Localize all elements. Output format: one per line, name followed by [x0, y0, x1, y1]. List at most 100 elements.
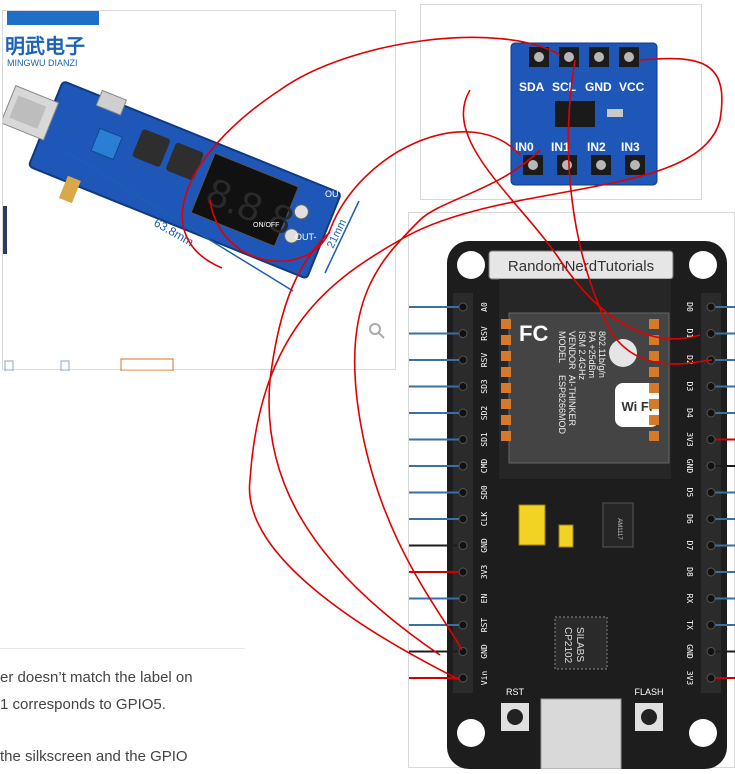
- pin-hole: [706, 647, 716, 656]
- wifi-text: Wi Fi: [622, 399, 653, 414]
- pin-hole: [458, 514, 468, 524]
- rst-label: RST: [506, 687, 525, 697]
- pin-label-left: GND: [480, 644, 489, 659]
- pin-label-right: D8: [685, 567, 694, 577]
- pin-in3: IN3: [621, 140, 640, 154]
- module-text-block: MODEL VENDOR ISM 2.4GHz PA +25dBm 802.11…: [557, 331, 607, 435]
- wire-red: [209, 131, 521, 262]
- module-standard: 802.11b/g/n: [597, 331, 607, 378]
- usb-chip-vendor: SILABS: [574, 627, 585, 662]
- pin-hole: [706, 408, 716, 418]
- regulator-label: AM1117: [616, 518, 622, 540]
- pin-scl: SCL: [552, 80, 576, 94]
- pin-hole: [458, 329, 468, 338]
- pin-gnd: GND: [585, 80, 612, 94]
- pin-hole: [458, 302, 468, 312]
- pin-hole: [706, 302, 716, 312]
- dim-line-width: [324, 200, 360, 274]
- pin-hole: [706, 382, 716, 391]
- pin-hole: [706, 435, 716, 444]
- pin-label-right: D5: [685, 488, 694, 498]
- pin-label-left: RSV: [480, 326, 489, 341]
- pin-hole: [458, 435, 468, 444]
- boost-converter-image: 明武电子 MINGWU DIANZI 8.8.8 OUT+: [0, 10, 396, 372]
- pin-hole: [706, 567, 716, 577]
- module-ism: ISM 2.4GHz: [577, 331, 587, 381]
- micro-usb-port: [540, 698, 622, 770]
- pin-label-right: D4: [685, 408, 694, 418]
- out-minus-label: OUT-: [295, 232, 317, 242]
- wire-red: [567, 59, 713, 365]
- pin-hole: [706, 541, 716, 550]
- dim-line-length: [64, 150, 294, 292]
- wire-red: [248, 57, 723, 681]
- edge-sliver: [3, 206, 7, 254]
- pin-hole: [458, 620, 468, 630]
- boost-board: 8.8.8: [0, 81, 341, 279]
- capacitor: [518, 504, 546, 546]
- pin-hole: [458, 382, 468, 391]
- mount-hole: [457, 719, 485, 747]
- pin-label-left: Vin: [480, 671, 489, 686]
- module-vendor-value: AI-THINKER: [567, 375, 577, 427]
- mount-hole: [689, 251, 717, 279]
- logo-en: MINGWU DIANZI: [7, 58, 78, 68]
- pin-label-left: A0: [480, 302, 489, 312]
- pin-label-left: RSV: [480, 353, 489, 368]
- pin-in2: IN2: [587, 140, 606, 154]
- article-line: 1 corresponds to GPIO5.: [0, 696, 166, 713]
- usb-chip-text: SILABS CP2102: [562, 627, 585, 664]
- zoom-icon[interactable]: [369, 323, 385, 339]
- out-plus-label: OUT+: [325, 189, 349, 199]
- pin-label-right: D7: [685, 541, 694, 551]
- regulator-chip: [602, 502, 634, 548]
- pin-label-right: 3V3: [685, 671, 694, 686]
- pin-hole: [706, 488, 716, 497]
- pin-hole: [706, 620, 716, 630]
- pin-hole: [458, 408, 468, 418]
- pin-label-left: CLK: [480, 512, 489, 527]
- pin-label-right: GND: [685, 459, 694, 474]
- pin-hole: [706, 594, 716, 603]
- mount-hole: [457, 251, 485, 279]
- pin-label-left: SD1: [480, 432, 489, 447]
- pin-label-right: 3V3: [685, 432, 694, 447]
- pin-in0: IN0: [515, 140, 534, 154]
- usb-uart-chip: [554, 616, 608, 670]
- pin-hole: [706, 461, 716, 471]
- nodemcu-drawing: RandomNerdTutorials A0RSVRSVSD3SD2SD1CMD…: [409, 241, 735, 770]
- pin-hole: [458, 541, 468, 550]
- pin-vcc: VCC: [619, 80, 645, 94]
- module-model-value: ESP8266MOD: [557, 375, 567, 435]
- pin-label-left: 3V3: [480, 565, 489, 580]
- pin-sda: SDA: [519, 80, 545, 94]
- vendor-logo: [609, 339, 637, 367]
- fc-logo: FC: [519, 321, 548, 346]
- pin-label-left: EN: [480, 594, 489, 604]
- seven-seg-display: [190, 152, 300, 247]
- pin-hole: [458, 488, 468, 497]
- pin-label-right: GND: [685, 644, 694, 659]
- banner-text: RandomNerdTutorials: [508, 258, 654, 275]
- pin-label-right: D3: [685, 382, 694, 392]
- pin-hole: [458, 594, 468, 603]
- pin-label-right: D1: [685, 329, 694, 339]
- ads-top-header: [529, 47, 639, 67]
- article-line: the silkscreen and the GPIO: [0, 748, 188, 765]
- ads1115-board: SDA SCL GND VCC IN0 IN1 IN2 IN3: [510, 42, 658, 186]
- pin-label-left: SD0: [480, 485, 489, 500]
- wifi-logo: [615, 383, 659, 427]
- usb-chip-model: CP2102: [562, 627, 573, 664]
- pin-label-left: GND: [480, 538, 489, 553]
- ads1115-drawing: SDA SCL GND VCC IN0 IN1 IN2 IN3: [510, 42, 658, 186]
- pin-label-right: TX: [685, 620, 694, 630]
- switch-label: ON/OFF: [253, 222, 279, 229]
- pin-hole: [458, 567, 468, 577]
- pin-label-right: D6: [685, 514, 694, 524]
- capacitor-small: [558, 524, 574, 548]
- pin-hole: [458, 355, 468, 365]
- module-vendor: VENDOR: [567, 331, 577, 370]
- article-divider: [0, 648, 245, 649]
